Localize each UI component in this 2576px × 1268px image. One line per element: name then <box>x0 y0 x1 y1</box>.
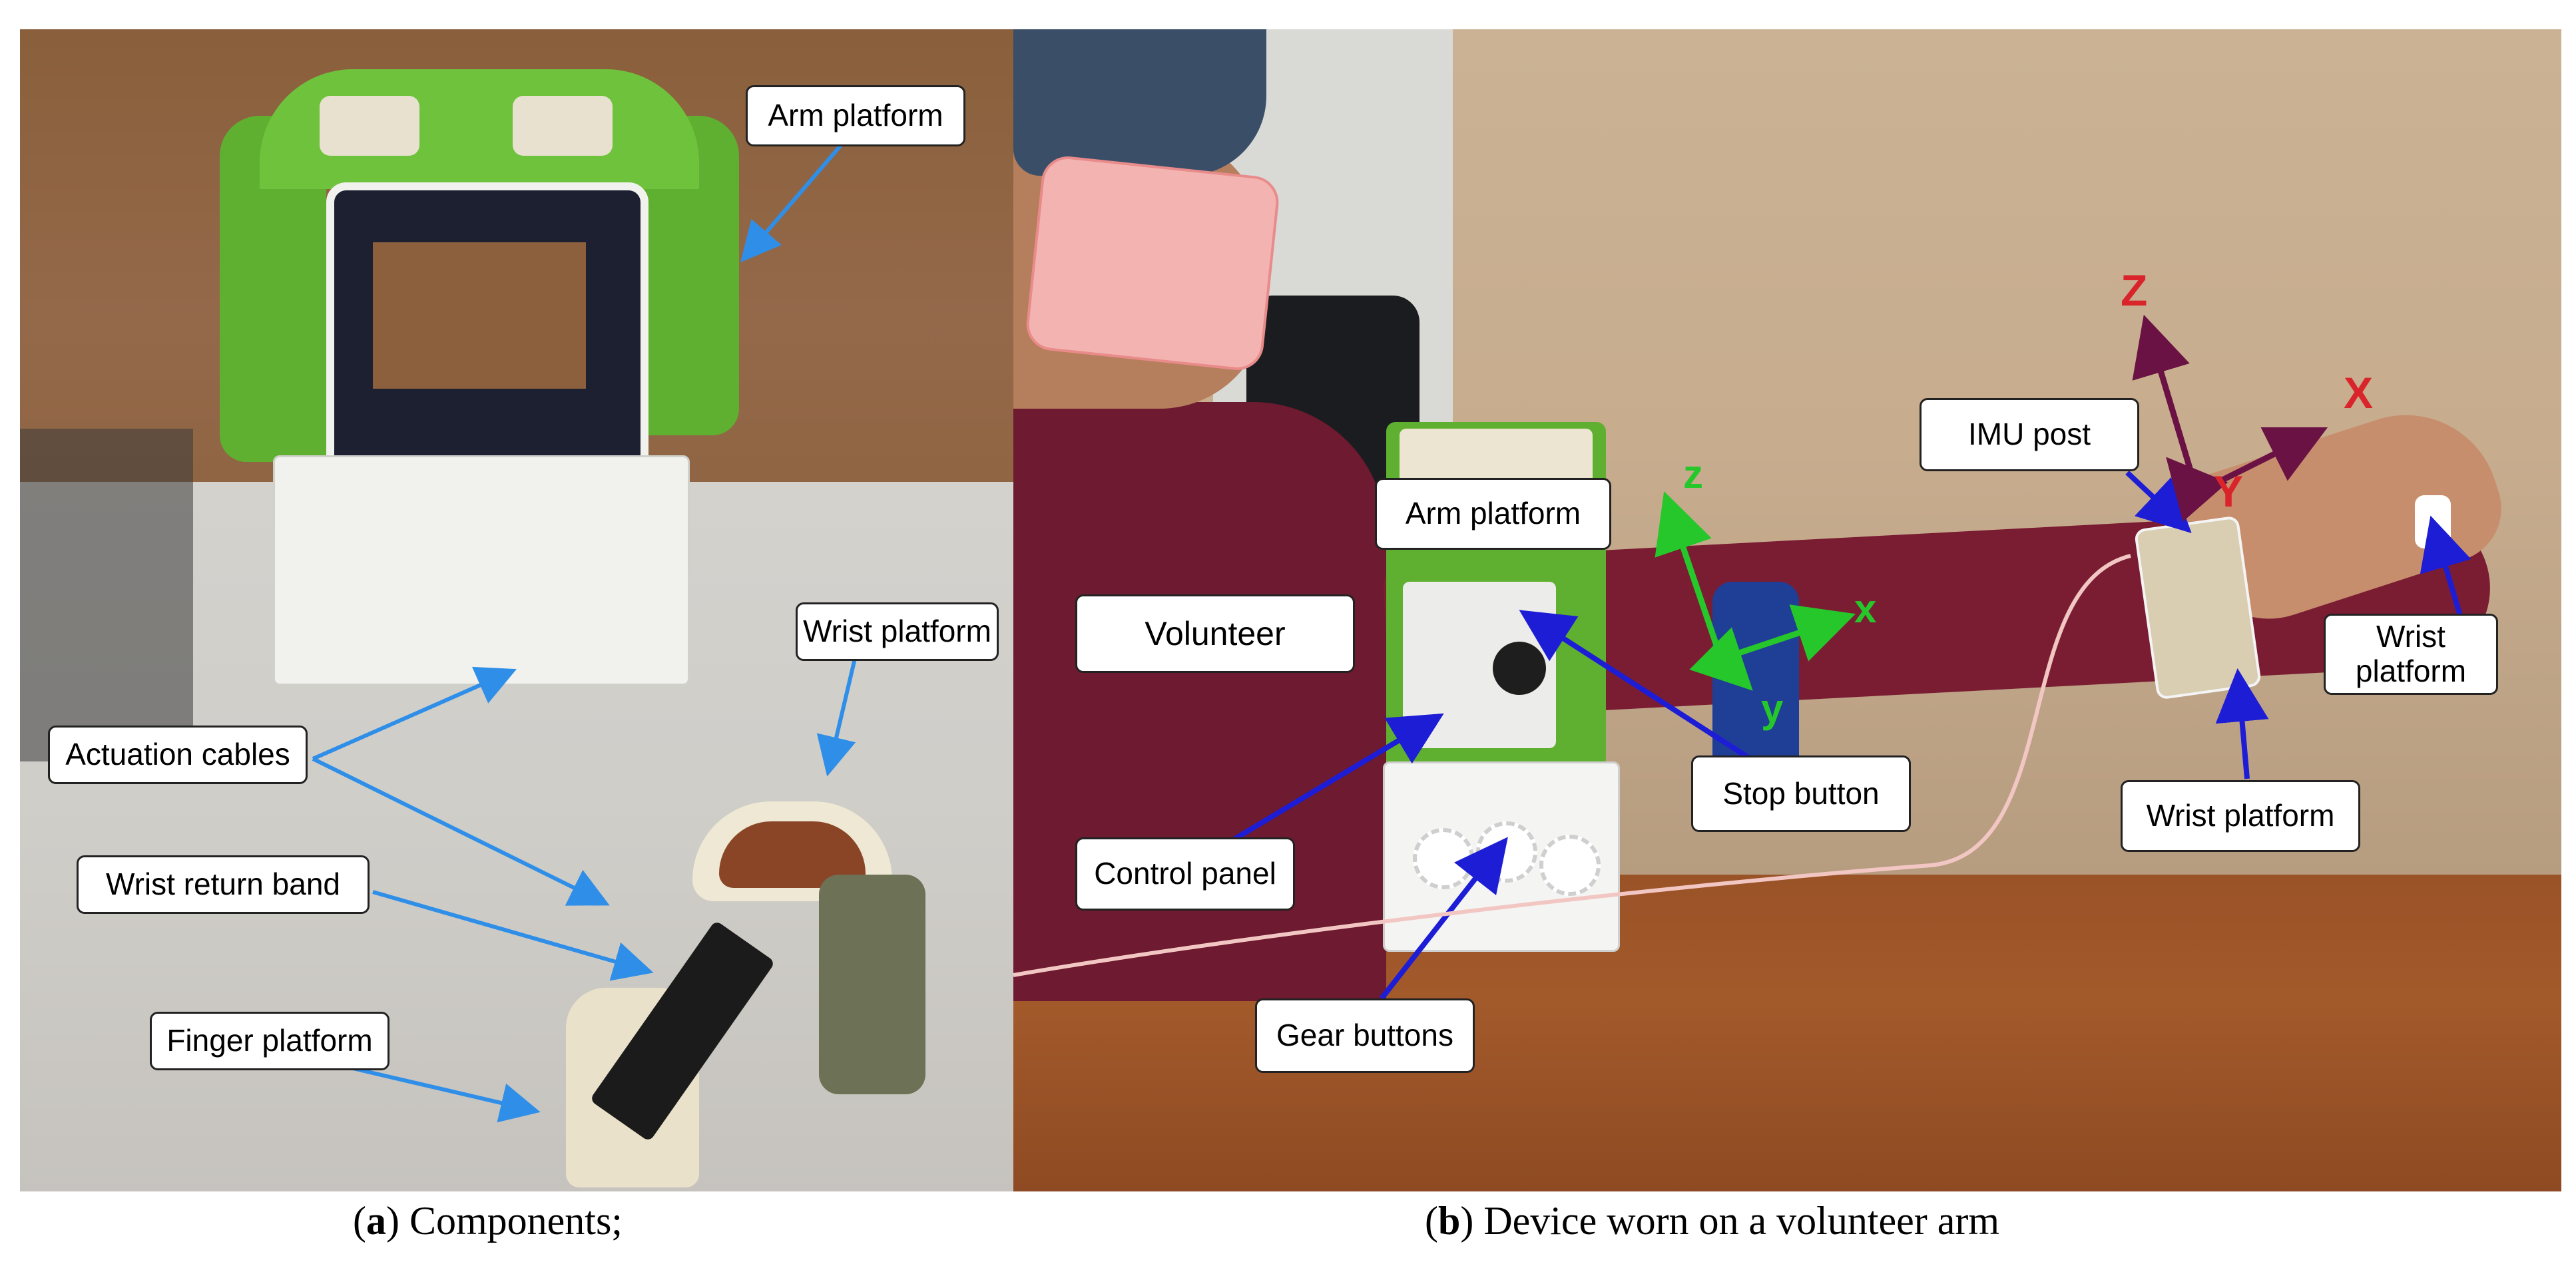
label-wrist-return-band: Wrist return band <box>77 855 370 914</box>
arrow-wrist-return-band <box>372 890 654 981</box>
arm-axis-x <box>1720 604 1856 662</box>
label-control-panel: Control panel <box>1075 837 1295 911</box>
arm-axis-y-label: y <box>1761 686 1784 731</box>
arm-platform-base <box>273 455 690 686</box>
label-stop-button: Stop button <box>1691 755 1911 832</box>
label-arm-platform-b: Arm platform <box>1375 478 1611 550</box>
arrow-wrist-platform-right <box>2420 515 2471 617</box>
arrow-control-panel <box>1233 713 1444 841</box>
arrow-imu-post <box>2125 471 2192 533</box>
label-actuation-cables: Actuation cables <box>48 726 308 784</box>
label-gear-buttons: Gear buttons <box>1255 998 1475 1073</box>
label-volunteer: Volunteer <box>1075 594 1355 673</box>
label-wrist-platform-lower: Wrist platform <box>2121 780 2360 852</box>
hand-axis-y <box>2166 457 2228 522</box>
arm-axis-z <box>1655 491 1724 660</box>
label-wrist-platform-a: Wrist platform <box>796 602 999 661</box>
arrow-stop-button <box>1519 610 1773 775</box>
arrow-actuation-cables-2 <box>312 757 610 906</box>
caption-b-letter: b <box>1437 1199 1461 1243</box>
label-finger-platform: Finger platform <box>150 1012 389 1070</box>
sensor-cable <box>1013 554 2131 977</box>
volunteer-cap <box>1013 29 1266 176</box>
hand-axis-z-label: Z <box>2121 266 2148 315</box>
arrow-finger-platform <box>352 1066 541 1123</box>
caption-a-letter: a <box>366 1199 386 1243</box>
label-arm-platform-a: Arm platform <box>746 85 965 146</box>
caption-b-text: Device worn on a volunteer arm <box>1473 1199 2000 1243</box>
arm-axis-y <box>1689 627 1753 691</box>
hand-axis-x-label: X <box>2344 368 2374 417</box>
arrow-arm-platform <box>740 138 848 263</box>
caption-panel-b: (b) Device worn on a volunteer arm <box>1425 1199 2000 1243</box>
label-wrist-platform-right: Wrist platform <box>2324 614 2498 695</box>
arrow-wrist-platform-lower <box>2215 668 2269 779</box>
gear-wheel-3 <box>1539 835 1601 896</box>
photo-device-worn <box>1013 29 2561 1191</box>
arm-axis-x-label: x <box>1854 586 1877 631</box>
hand-axis-y-label: Y <box>2214 467 2244 516</box>
arrow-actuation-cables-1 <box>312 666 517 761</box>
arm-platform-device <box>220 69 739 482</box>
wrist-platform-device <box>672 775 925 1094</box>
table-shadow <box>20 429 193 761</box>
arrow-gear-buttons <box>1379 837 1508 1000</box>
caption-panel-a: (a) Components; <box>353 1199 623 1243</box>
arrow-wrist-platform <box>816 655 858 777</box>
caption-a-text: Components; <box>399 1199 623 1243</box>
arm-axis-z-label: z <box>1683 452 1703 497</box>
label-imu-post: IMU post <box>1920 398 2139 471</box>
